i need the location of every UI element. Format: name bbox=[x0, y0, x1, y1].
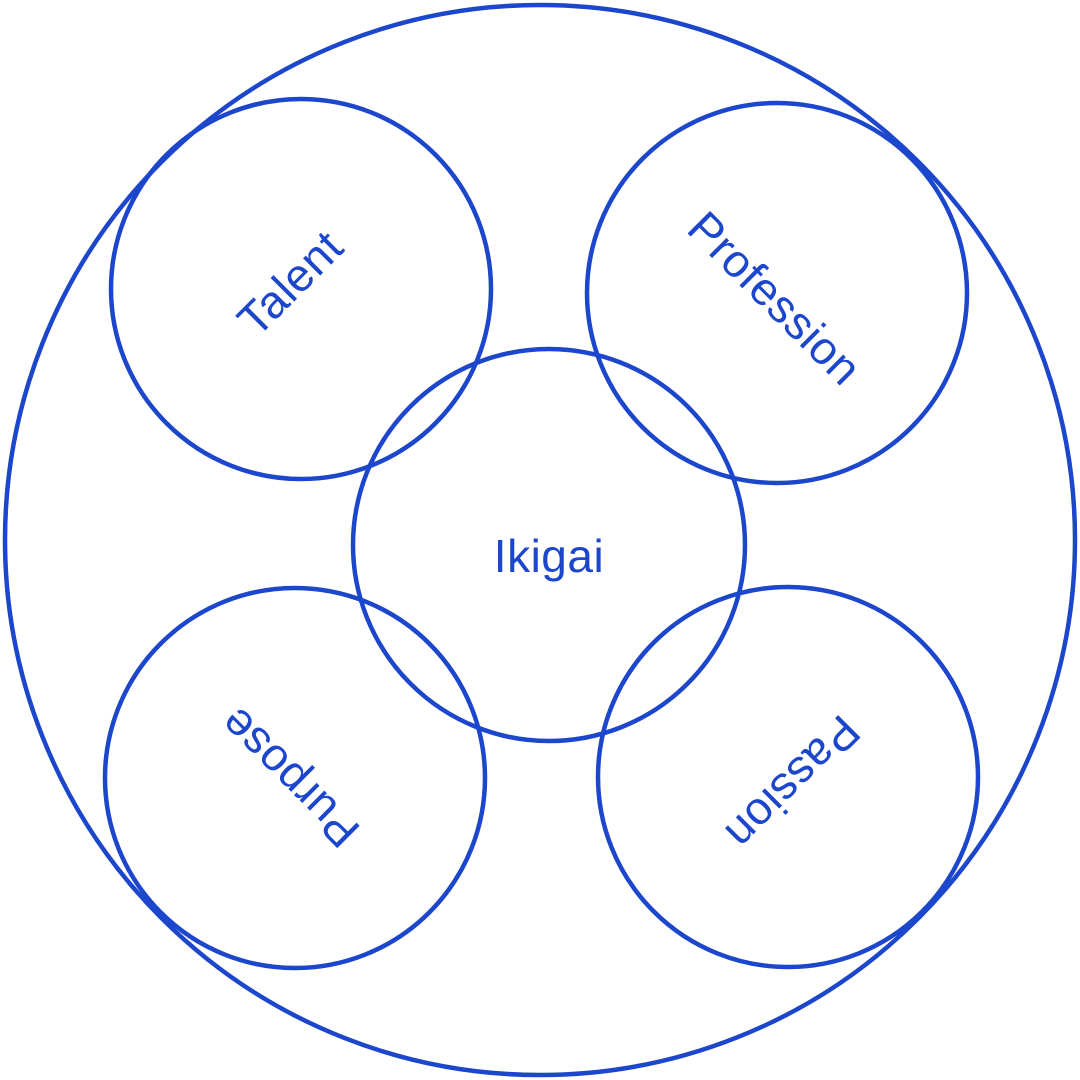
talent-label: Talent bbox=[227, 220, 353, 346]
talent-circle bbox=[108, 96, 494, 482]
profession-label: Profession bbox=[678, 201, 872, 395]
ikigai-circle bbox=[350, 346, 748, 744]
passion-label: Passion bbox=[715, 705, 870, 860]
purpose-label: Purpose bbox=[209, 698, 369, 858]
ikigai-label: Ikigai bbox=[494, 530, 604, 582]
purpose-circle bbox=[102, 585, 488, 971]
profession-circle bbox=[584, 100, 970, 486]
passion-circle bbox=[595, 584, 981, 970]
